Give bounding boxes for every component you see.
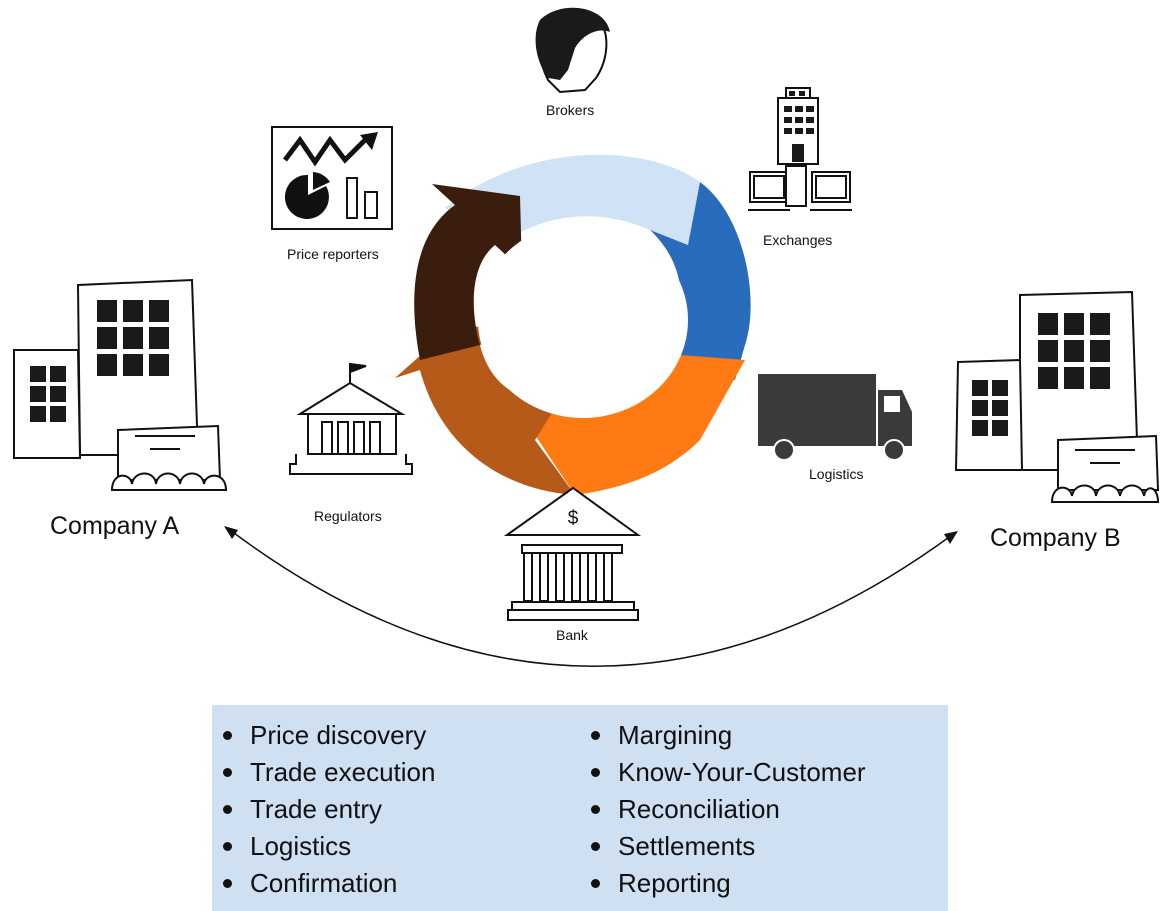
company-b-label: Company B (990, 524, 1121, 552)
company-a-label: Company A (50, 512, 180, 540)
list-item: Know-Your-Customer (580, 754, 866, 791)
cycle-ring (395, 154, 751, 495)
broker-icon (535, 7, 610, 94)
regulators-icon (289, 362, 413, 475)
exchanges-label: Exchanges (763, 232, 833, 248)
regulators-label: Regulators (314, 508, 382, 524)
company-a-building-icon (13, 278, 228, 491)
list-item: Margining (580, 717, 866, 754)
tasks-left-list: Price discovery Trade execution Trade en… (212, 717, 435, 902)
tasks-right-list: Margining Know-Your-Customer Reconciliat… (580, 717, 866, 902)
company-b-building-icon (954, 290, 1160, 503)
company-exchange-arc (224, 526, 958, 667)
list-item: Confirmation (212, 865, 435, 902)
price-reporters-icon (271, 126, 393, 230)
list-item: Trade execution (212, 754, 435, 791)
cycle-arrow-brown (395, 322, 575, 495)
price-reporters-label: Price reporters (287, 246, 379, 262)
brokers-label: Brokers (546, 102, 595, 118)
logistics-label: Logistics (809, 466, 864, 482)
truck-icon (758, 374, 912, 461)
tasks-panel: Price discovery Trade execution Trade en… (212, 705, 948, 911)
cycle-arrow-orange (525, 355, 745, 495)
bank-dollar-sign: $ (568, 508, 579, 529)
bank-label: Bank (556, 627, 588, 643)
cycle-arrow-dark-brown (414, 184, 522, 360)
list-item: Reconciliation (580, 791, 866, 828)
list-item: Logistics (212, 828, 435, 865)
list-item: Reporting (580, 865, 866, 902)
exchanges-icon (748, 87, 852, 211)
bank-icon (503, 486, 642, 621)
list-item: Settlements (580, 828, 866, 865)
list-item: Price discovery (212, 717, 435, 754)
list-item: Trade entry (212, 791, 435, 828)
